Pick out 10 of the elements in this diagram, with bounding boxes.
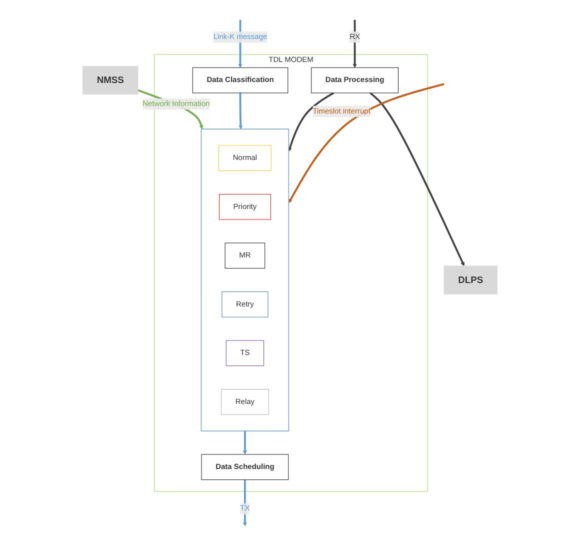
arrow [238,92,243,130]
cluster [200,128,290,432]
arrow [288,92,334,152]
arrow [242,480,248,526]
node-box: NMSS [82,66,138,95]
arrow [352,20,357,68]
arrow [370,92,464,266]
arrow [242,431,248,455]
node-box: DLPS [444,266,498,294]
arrow [288,83,444,204]
